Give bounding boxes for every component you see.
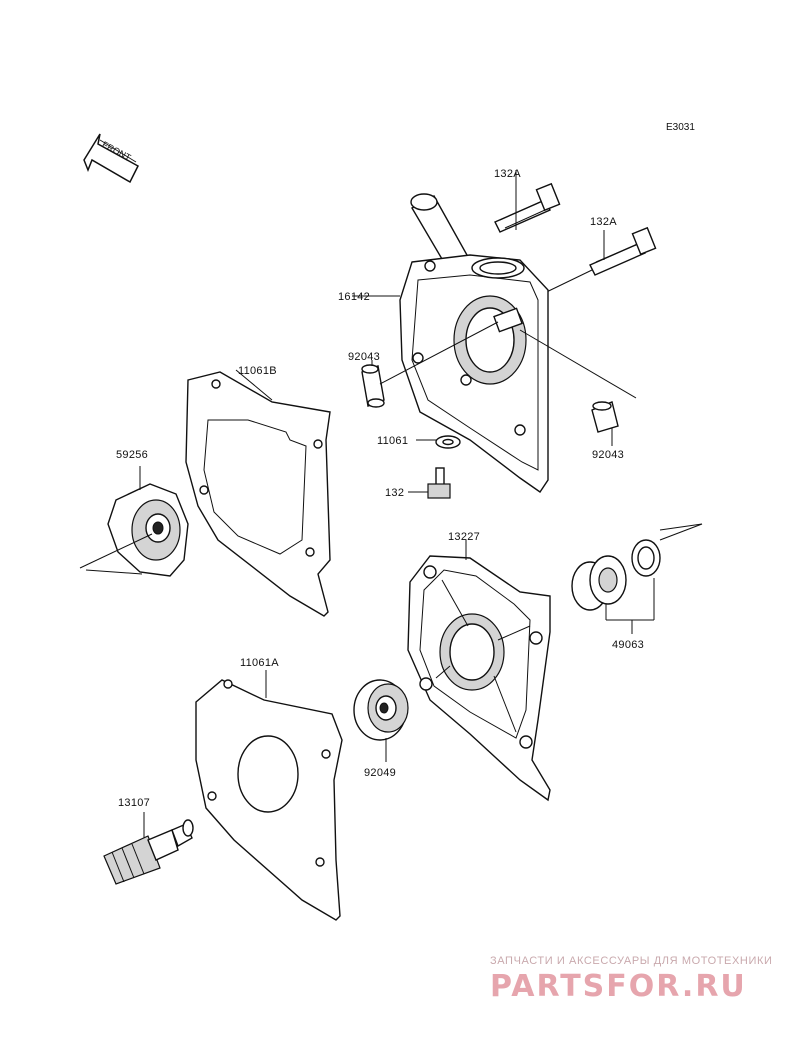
label-132a-lower: 132A <box>590 216 617 228</box>
label-49063: 49063 <box>612 639 644 651</box>
label-16142: 16142 <box>338 291 370 303</box>
dowel-92043-right: 92043 <box>519 329 637 461</box>
impeller-59256: 59256 <box>79 449 189 577</box>
diagram-code: E3031 <box>666 122 695 133</box>
front-arrow-icon: FRONT <box>83 133 139 184</box>
label-92043-left: 92043 <box>348 351 380 363</box>
dowel-92043-left: 92043 <box>348 321 499 408</box>
shaft-13107: 13107 <box>103 797 194 885</box>
bolt-132a-lower: 132A <box>529 216 657 301</box>
bolt-132a-upper: 132A <box>494 168 561 233</box>
watermark-tagline: ЗАПЧАСТИ И АКСЕССУАРЫ ДЛЯ МОТОТЕХНИКИ <box>490 955 772 967</box>
washer-11061: 11061 <box>377 435 461 449</box>
gasket-11061b: 11061B <box>185 365 331 617</box>
cover-16142: 16142 <box>338 193 549 493</box>
seal-49063: 49063 <box>571 523 703 651</box>
gasket-11061a: 11061A <box>195 657 343 921</box>
watermark: ЗАПЧАСТИ И АКСЕССУАРЫ ДЛЯ МОТОТЕХНИКИ PA… <box>490 955 772 1004</box>
label-13227: 13227 <box>448 531 480 543</box>
bolt-132: 132 <box>385 467 451 499</box>
label-11061: 11061 <box>377 435 408 447</box>
label-132: 132 <box>385 487 404 499</box>
label-132a-upper: 132A <box>494 168 521 180</box>
label-13107: 13107 <box>118 797 150 809</box>
label-92043-right: 92043 <box>592 449 624 461</box>
housing-13227: 13227 <box>407 531 551 802</box>
label-59256: 59256 <box>116 449 148 461</box>
label-11061a: 11061A <box>240 657 279 669</box>
label-92049: 92049 <box>364 767 396 779</box>
label-11061b: 11061B <box>238 365 277 377</box>
watermark-logo: PARTSFOR.RU <box>490 969 747 1004</box>
bearing-92049: 92049 <box>353 679 409 779</box>
